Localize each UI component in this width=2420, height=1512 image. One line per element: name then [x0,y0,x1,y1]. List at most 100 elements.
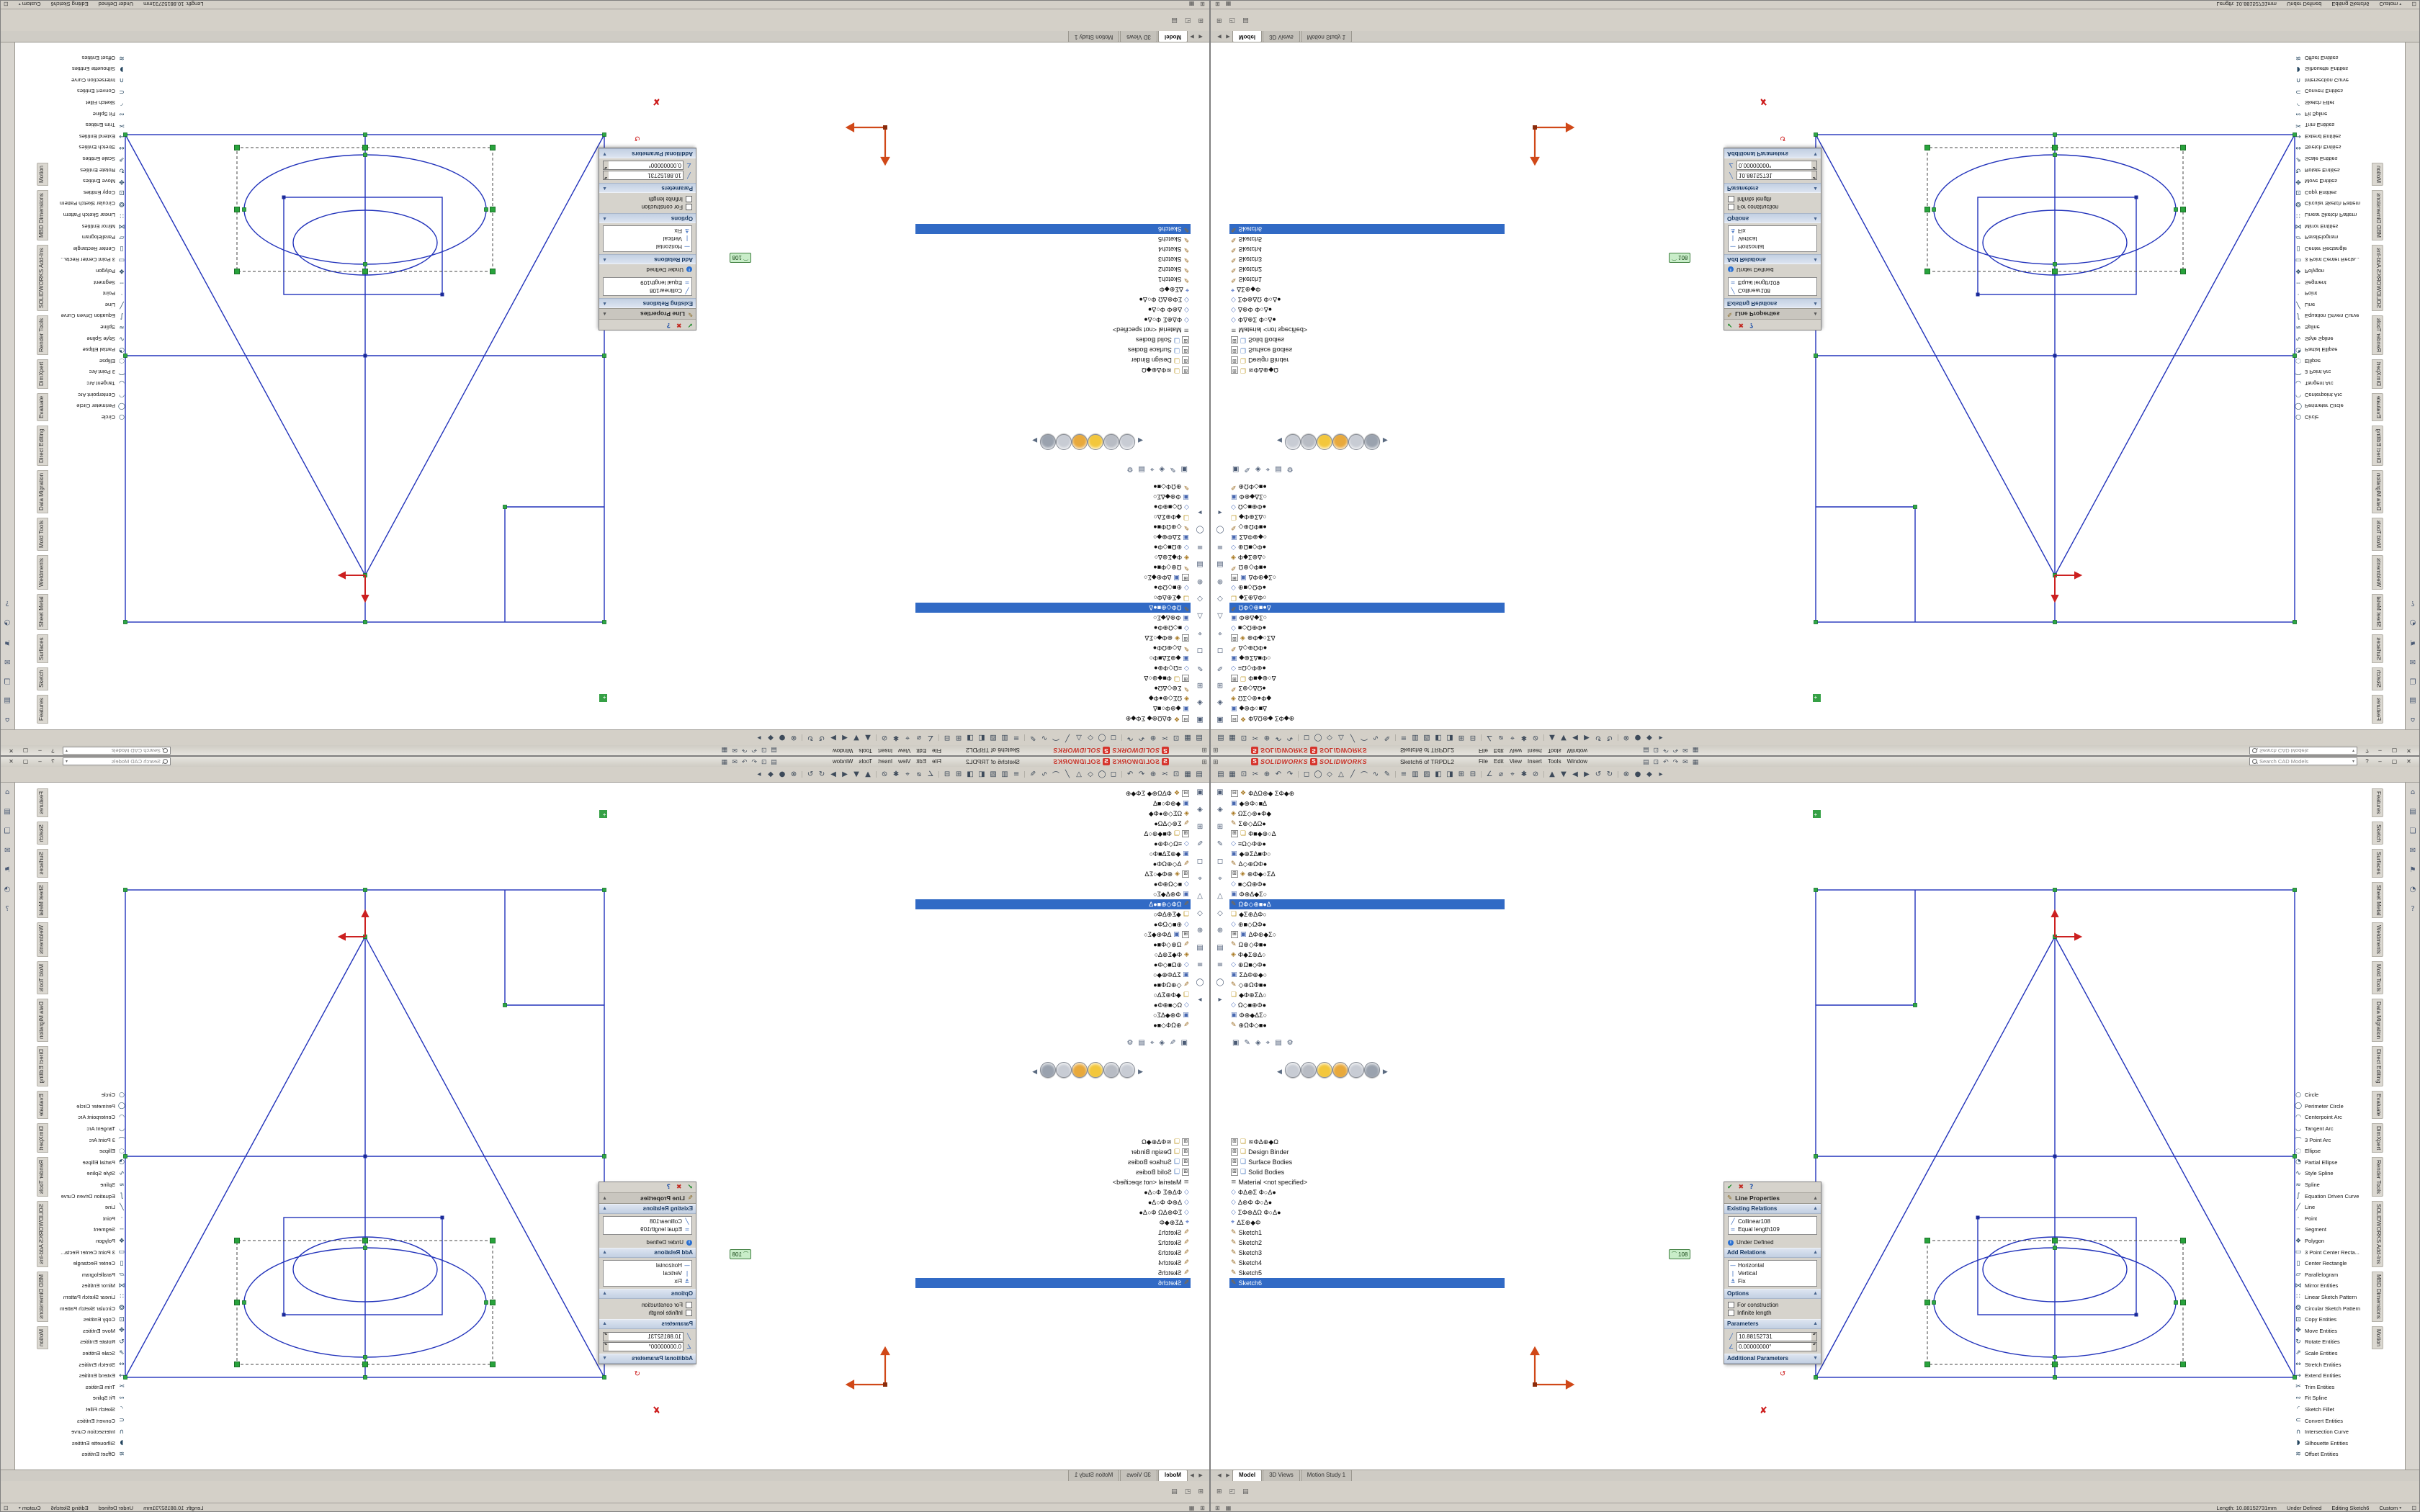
sketch-diagonal-left[interactable] [1815,134,2056,576]
command-tab[interactable]: Motion [2372,163,2383,186]
toolbar-icon[interactable]: ▸ [757,734,761,742]
sketch-tool-item[interactable]: ↔Stretch Entities [2294,1359,2369,1370]
tree-item[interactable]: ◇ΦΔ⊕Σ Φ○Δ● [1229,1187,1505,1197]
sketch-tool-item[interactable]: ❂Circular Sketch Pattern [51,1302,126,1314]
group-header-options[interactable]: Options▲ [599,1289,696,1299]
sketch-tool-item[interactable]: ○Circle [51,1089,126,1101]
tree-item[interactable]: ⊞❏Φ■◆⊕○Δ [1229,673,1505,683]
toolbar-icon[interactable]: ⌖ [905,770,910,778]
toolbar-icon[interactable]: ↶ [1275,770,1282,778]
document-tab[interactable]: 3D Views [1120,31,1157,42]
toolbar-icon[interactable]: ⊕ [1150,734,1157,742]
toolbar-icon[interactable]: ↶ [1275,734,1282,742]
tree-item[interactable]: ✎Sketch4 [915,244,1191,254]
sketch-diagonal-right[interactable] [2054,134,2295,576]
command-tab[interactable]: Sheet Metal [2372,881,2383,919]
sketch-tool-item[interactable]: ▯Center Rectangle [51,243,126,255]
menu-item[interactable]: View [898,747,911,754]
tree-item[interactable]: ✎Sketch1 [915,274,1191,284]
toolbar-icon[interactable]: ✱ [1520,734,1528,742]
tree-item[interactable]: ◇ΣΦ⊕ΔΩ Φ○Δ● [915,294,1191,305]
sketch-ellipse-small[interactable] [1982,210,2128,276]
command-tab[interactable]: Mold Tools [2372,517,2383,551]
menu-item[interactable]: Window [1567,758,1588,765]
toolbar-icon[interactable]: ∠ [927,734,934,742]
tab-scroll-left-icon[interactable]: ◀ [1217,34,1222,39]
add-relation-button[interactable]: —Horizontal [1730,243,1815,251]
panel-tab-icon[interactable]: ▣ [1232,465,1240,473]
graphics-canvas[interactable]: ▣◈⊞✎◻⌖△◇⊕▤≡◯▸ ⊟❖ΦΔΩ⊕◆ ΣΦ◆⊕▣◆⊕Φ○■Δ◈ΩΣ◇⊕●Φ… [1211,42,2420,729]
relation-callout[interactable]: ⌒ 108 [729,1249,751,1259]
toolbar-icon[interactable]: △ [1338,770,1344,778]
help-button[interactable]: ? [2365,747,2369,754]
toolbar-icon[interactable]: | [1120,770,1124,778]
cancel-x-icon[interactable]: ✖ [676,1184,682,1191]
tree-item[interactable]: ⊞❏Φ■◆⊕○Δ [1229,829,1505,839]
left-strip-icon[interactable]: ▸ [1198,508,1202,516]
sketch-tool-item[interactable]: ⊂Convert Entities [2294,86,2369,97]
toolbar-icon[interactable]: ◀ [1572,770,1578,778]
value-field[interactable]: 10.88152731 [1736,171,1817,181]
sketch-tool-item[interactable]: ◗Silhouette Entities [51,1437,126,1449]
menu-item[interactable]: Insert [878,747,893,754]
tree-item[interactable]: ✎ΩΦ◇⊕■●Δ [1229,899,1505,909]
command-tab[interactable]: Surfaces [37,849,48,878]
sketch-tool-item[interactable]: ∾Fit Spline [51,108,126,120]
sketch-tool-item[interactable]: ◡Tangent Arc [51,378,126,390]
expander-icon[interactable]: ⊞ [1231,366,1238,374]
help-button[interactable]: ? [51,758,55,765]
left-strip-icon[interactable]: ◯ [1196,978,1204,986]
sketch-tool-item[interactable]: ⊡Copy Entities [2294,1314,2369,1326]
command-tab[interactable]: Sketch [37,667,48,691]
menu-item[interactable]: View [1509,747,1522,754]
left-strip-icon[interactable]: ▣ [1196,716,1204,724]
ok-check-icon[interactable]: ✔ [1727,1184,1733,1191]
toolbar-icon[interactable]: ∠ [1486,734,1493,742]
left-strip-icon[interactable]: ▤ [1216,560,1224,568]
command-tab[interactable]: Direct Editing [37,426,48,466]
tree-item[interactable]: ✎⊕ΩΦ◇■● [1229,1020,1505,1030]
sketch-tool-item[interactable]: ≈Spline [51,1179,126,1191]
left-strip-icon[interactable]: △ [1197,612,1203,620]
toolbar-icon[interactable]: | [1542,770,1546,778]
tree-item[interactable]: ⊟❖ΦΔΩ⊕◆ ΣΦ◆⊕ [915,714,1191,724]
sketch-tool-item[interactable]: ▭3 Point Center Recta... [51,254,126,266]
sketch-tool-item[interactable]: ❖Polygon [51,266,126,277]
sketch-tool-item[interactable]: ↔Stretch Entities [51,1359,126,1370]
chevron-down-icon[interactable]: ▾ [66,748,68,753]
tree-item[interactable]: ✎Σ⊕◇ΔΩ● [1229,819,1505,829]
toolbar-icon[interactable]: ▨ [990,734,997,742]
confirmation-corner-icon[interactable] [599,694,607,702]
sketch-tool-item[interactable]: ⌒3 Point Arc [2294,1134,2369,1146]
toolbar-icon[interactable]: ↺ [818,770,825,778]
unit-system-selector[interactable]: Custom ▾ [2379,1505,2402,1511]
view-button[interactable] [1348,1062,1364,1078]
left-strip-icon[interactable]: ▣ [1216,716,1224,724]
sketch-tool-item[interactable]: ⋈Mirror Entities [51,220,126,232]
sketch-tool-item[interactable]: ◯Perimeter Circle [51,400,126,412]
maximize-button[interactable]: ▢ [22,747,29,754]
sketch-tool-item[interactable]: ╌Segment [51,276,126,288]
panel-tab-icon[interactable]: ✎ [1170,465,1176,473]
tree-item[interactable]: ✎◇⊕ΩΦ■● [915,522,1191,532]
tree-item[interactable]: ✎Sketch3 [1229,254,1505,264]
relation-callout[interactable]: ⌒ 108 [729,253,751,263]
tree-item[interactable]: ✎Sketch5 [915,1268,1191,1278]
command-tab[interactable]: Render Tools [2372,315,2383,355]
toolbar-icon[interactable]: △ [1076,770,1082,778]
add-relations-list[interactable]: —Horizontal|Vertical⚓Fix [603,1260,692,1287]
toolbar-icon[interactable]: ✱ [892,770,900,778]
tree-item[interactable]: ✎ΩΦ◇⊕■●Δ [915,603,1191,613]
undo-arrow-icon[interactable]: ↺ [635,1370,640,1378]
left-strip-icon[interactable]: ◯ [1216,978,1224,986]
command-tab[interactable]: Weldments [2372,554,2383,590]
expander-icon[interactable]: ⊞ [1182,870,1189,878]
tree-item[interactable]: ❏◆Σ⊕ΔΦ○ [1229,909,1505,919]
tree-item[interactable]: ≡Material <not specified> [915,325,1191,335]
sketch-tool-item[interactable]: ○Circle [2294,411,2369,423]
menu-item[interactable]: Tools [859,758,873,765]
tab-scroll-right-icon[interactable]: ▶ [1190,1473,1194,1478]
toolbar-icon[interactable]: ◻ [1110,734,1117,742]
group-header-additional-parameters[interactable]: Additional Parameters▼ [1724,148,1821,158]
value-field[interactable]: 10.88152731 [603,171,684,181]
